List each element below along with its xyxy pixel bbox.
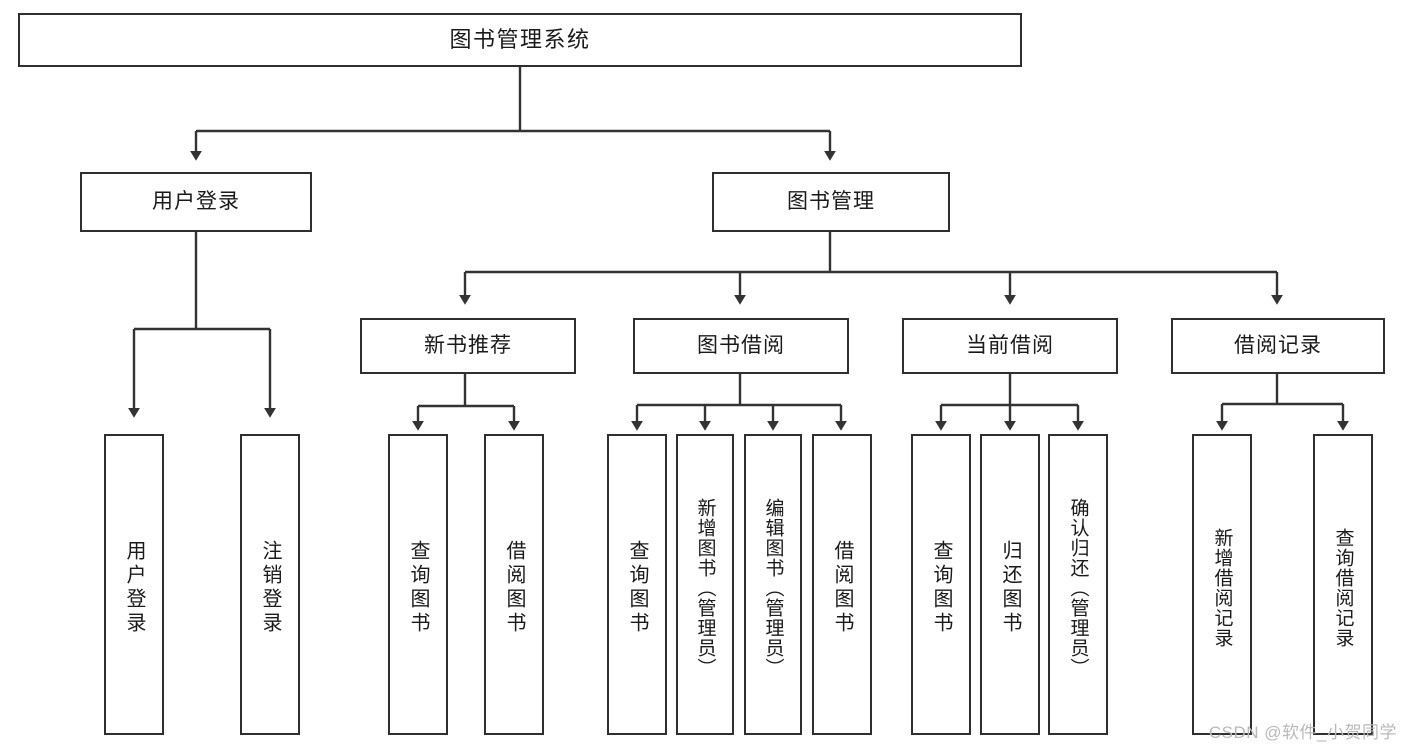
- node-current-borrowing[interactable]: 当前借阅: [902, 318, 1118, 374]
- leaf-add-book-admin[interactable]: 新增图书（管理员）: [676, 434, 734, 735]
- node-label: 查询图书: [407, 539, 429, 636]
- leaf-query-borrow-record[interactable]: 查询借阅记录: [1313, 434, 1373, 735]
- node-root-book-management-system[interactable]: 图书管理系统: [18, 13, 1022, 67]
- watermark-text: CSDN @软件_小贺同学: [1208, 723, 1397, 742]
- node-label: 查询图书: [626, 539, 648, 636]
- node-label: 借阅图书: [503, 539, 525, 636]
- node-label: 新增借阅记录: [1211, 527, 1233, 648]
- leaf-edit-book-admin[interactable]: 编辑图书（管理员）: [744, 434, 802, 735]
- leaf-query-book-1[interactable]: 查询图书: [388, 434, 448, 735]
- node-borrowing-records[interactable]: 借阅记录: [1171, 318, 1385, 374]
- node-label: 新增图书（管理员）: [694, 497, 716, 678]
- leaf-borrow-book-1[interactable]: 借阅图书: [484, 434, 544, 735]
- node-label: 编辑图书（管理员）: [762, 497, 784, 678]
- node-label: 用户登录: [123, 539, 145, 636]
- leaf-query-book-3[interactable]: 查询图书: [911, 434, 971, 735]
- node-label: 当前借阅: [966, 333, 1054, 357]
- leaf-user-login[interactable]: 用户登录: [104, 434, 164, 735]
- leaf-return-book[interactable]: 归还图书: [980, 434, 1040, 735]
- node-label: 借阅记录: [1234, 333, 1322, 357]
- node-label: 查询借阅记录: [1332, 527, 1354, 648]
- node-label: 注销登录: [259, 539, 281, 636]
- node-label: 归还图书: [999, 539, 1021, 636]
- node-label: 查询图书: [930, 539, 952, 636]
- node-label: 用户登录: [152, 189, 240, 213]
- node-user-login[interactable]: 用户登录: [80, 172, 312, 232]
- node-label: 确认归还（管理员）: [1067, 497, 1089, 678]
- leaf-add-borrow-record[interactable]: 新增借阅记录: [1192, 434, 1252, 735]
- leaf-logout[interactable]: 注销登录: [240, 434, 300, 735]
- node-book-borrowing[interactable]: 图书借阅: [633, 318, 849, 374]
- node-new-book-recommendation[interactable]: 新书推荐: [360, 318, 576, 374]
- leaf-query-book-2[interactable]: 查询图书: [607, 434, 667, 735]
- node-label: 图书管理系统: [449, 27, 591, 53]
- node-book-management[interactable]: 图书管理: [712, 172, 950, 232]
- leaf-confirm-return-admin[interactable]: 确认归还（管理员）: [1048, 434, 1108, 735]
- node-label: 图书管理: [787, 189, 875, 213]
- leaf-borrow-book-2[interactable]: 借阅图书: [812, 434, 872, 735]
- node-label: 借阅图书: [831, 539, 853, 636]
- node-label: 新书推荐: [424, 333, 512, 357]
- node-label: 图书借阅: [697, 333, 785, 357]
